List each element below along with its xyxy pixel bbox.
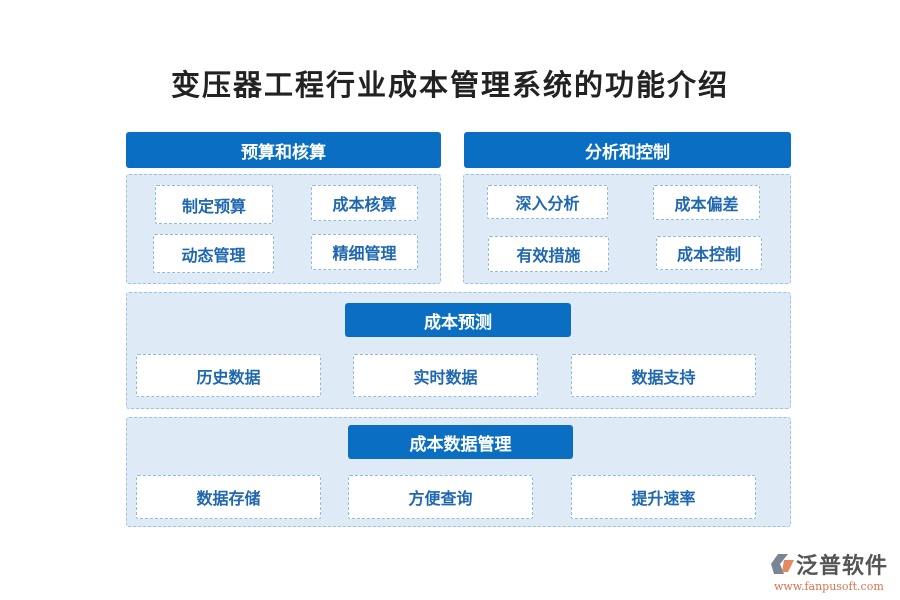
item-box: 动态管理 <box>153 234 274 273</box>
item-box: 精细管理 <box>311 234 418 270</box>
logo-url: www.fanpusoft.com <box>774 580 884 593</box>
item-box: 成本偏差 <box>653 185 760 220</box>
item-box: 有效措施 <box>488 236 609 272</box>
item-box: 实时数据 <box>353 354 538 397</box>
logo-icon <box>771 554 794 574</box>
brand-logo: 泛普软件 www.fanpusoft.com <box>770 548 895 593</box>
item-box: 历史数据 <box>136 354 321 397</box>
section-header-forecast: 成本预测 <box>345 303 571 337</box>
item-box: 数据支持 <box>571 354 756 397</box>
page-title: 变压器工程行业成本管理系统的功能介绍 <box>170 68 729 102</box>
item-box: 成本核算 <box>311 185 418 221</box>
item-box: 成本控制 <box>656 236 762 270</box>
item-box: 制定预算 <box>155 185 273 224</box>
section-header-analysis: 分析和控制 <box>464 132 791 168</box>
item-box: 方便查询 <box>348 475 533 519</box>
logo-name: 泛普软件 <box>796 554 889 579</box>
section-header-data-management: 成本数据管理 <box>348 425 573 459</box>
item-box: 数据存储 <box>136 475 321 519</box>
item-box: 深入分析 <box>487 185 608 219</box>
item-box: 提升速率 <box>571 475 756 519</box>
section-header-budget: 预算和核算 <box>126 132 441 168</box>
